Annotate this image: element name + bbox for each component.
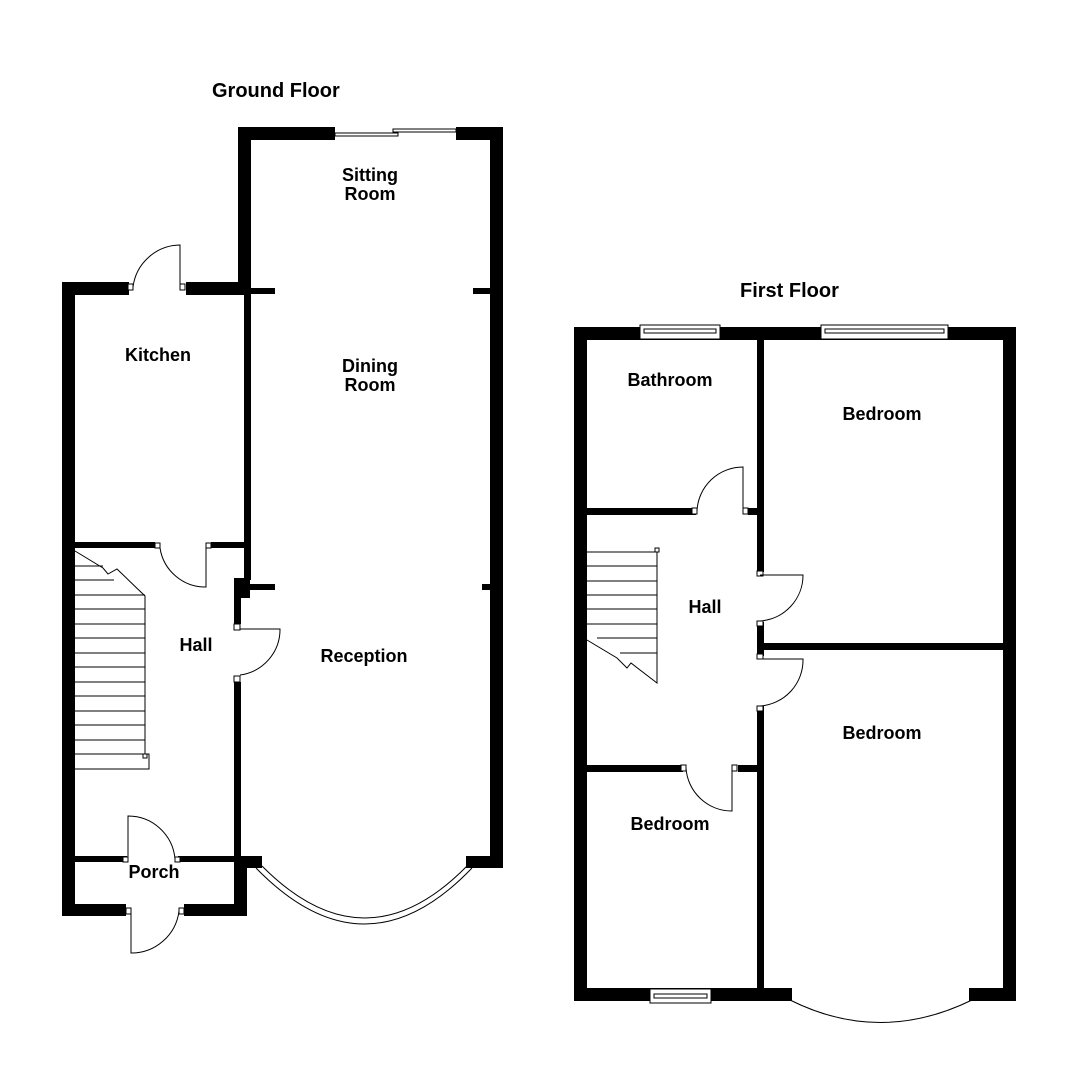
bedroom-door — [756, 653, 804, 712]
wall — [238, 127, 251, 294]
wall — [466, 856, 503, 868]
wall — [757, 338, 764, 514]
wall — [234, 682, 241, 862]
room-label-dining-room: Dining Room — [342, 356, 398, 395]
wall — [574, 327, 587, 1001]
first-floor-plan — [574, 324, 1016, 1023]
ground-floor-plan — [62, 127, 503, 954]
porch-inner-door — [122, 815, 181, 863]
sliding-door — [334, 128, 457, 137]
wall — [757, 706, 764, 990]
wall — [969, 988, 1016, 1001]
wall-stub — [473, 288, 493, 294]
wall — [757, 514, 764, 572]
front-door — [125, 907, 185, 954]
wall — [238, 127, 335, 140]
wall — [244, 290, 251, 580]
kitchen-back-door — [127, 244, 186, 291]
wall — [1003, 327, 1016, 1001]
room-label-bedroom: Bedroom — [842, 723, 922, 743]
staircase — [586, 547, 660, 685]
bay-window — [789, 999, 973, 1023]
room-label-bathroom: Bathroom — [627, 370, 713, 390]
bedroom-door — [680, 764, 738, 812]
wall — [234, 862, 247, 916]
window — [639, 324, 721, 340]
wall — [75, 856, 127, 862]
wall — [211, 542, 247, 548]
wall — [490, 127, 503, 868]
wall — [75, 542, 155, 548]
window — [820, 324, 949, 340]
room-label-hall: Hall — [179, 635, 213, 655]
window — [649, 988, 712, 1004]
wall — [184, 904, 247, 916]
room-label-porch: Porch — [128, 862, 180, 882]
wall — [587, 508, 696, 515]
wall — [62, 904, 126, 916]
wall-stub — [482, 584, 492, 590]
wall — [62, 282, 129, 295]
room-label-kitchen: Kitchen — [124, 345, 191, 365]
bay-window — [255, 865, 473, 925]
wall — [62, 282, 75, 916]
bedroom-door — [756, 570, 804, 627]
wall-stub — [238, 584, 275, 590]
room-label-bedroom: Bedroom — [842, 404, 922, 424]
wall — [234, 578, 241, 624]
wall — [757, 622, 764, 656]
wall-stub — [240, 288, 275, 294]
floor-title-ground: Ground Floor — [212, 80, 340, 102]
room-label-sitting-room: Sitting Room — [342, 165, 398, 204]
wall — [757, 643, 1005, 650]
kitchen-door — [154, 542, 212, 588]
reception-door — [233, 623, 281, 683]
wall — [178, 856, 248, 862]
room-label-hall: Hall — [688, 597, 722, 617]
wall — [748, 508, 760, 515]
wall — [587, 765, 683, 772]
floor-title-first: First Floor — [740, 280, 839, 302]
wall — [186, 282, 250, 295]
room-label-reception: Reception — [320, 646, 408, 666]
staircase — [74, 550, 150, 770]
room-label-bedroom: Bedroom — [630, 814, 710, 834]
wall — [738, 765, 760, 772]
bathroom-door — [691, 466, 749, 515]
